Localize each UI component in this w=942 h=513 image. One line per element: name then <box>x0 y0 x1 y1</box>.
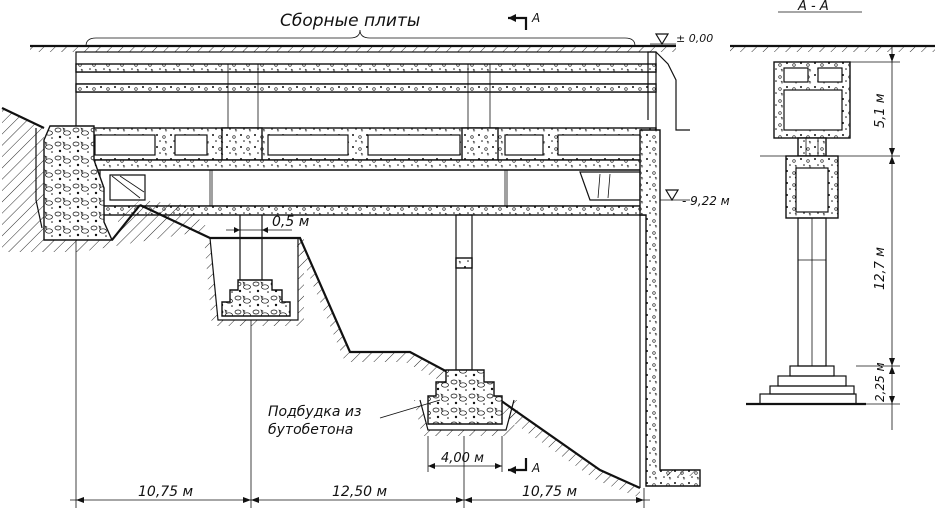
main-box-girder <box>75 127 657 161</box>
rubble-label-line1: Подбудка из <box>268 404 361 420</box>
level-marker-top <box>650 33 676 46</box>
section-mark-top-label: А <box>531 11 540 25</box>
left-abutment <box>1 107 210 252</box>
section-marker-bottom <box>508 458 528 474</box>
section-marker-top <box>508 14 528 30</box>
span-left-label: 10,75 м <box>138 484 194 500</box>
central-pier <box>414 214 520 436</box>
ground-surface <box>30 44 935 52</box>
height-bottom-label: 2,25 м <box>873 362 887 402</box>
section-title-label: А - А <box>797 0 829 14</box>
upper-deck <box>75 51 690 131</box>
height-middle-label: 12,7 м <box>873 247 888 290</box>
section-mark-bottom-label: А <box>531 461 540 475</box>
footing-dimension-line <box>428 463 502 469</box>
level-marker-bottom <box>660 189 690 202</box>
ground-slope <box>139 204 641 498</box>
span-middle-label: 12,50 м <box>332 484 388 500</box>
rubble-leader <box>379 399 441 419</box>
left-pier <box>204 215 304 326</box>
level-bottom-label: - 9,22 м <box>682 194 730 208</box>
right-retaining-wall <box>639 129 701 488</box>
height-top-label: 5,1 м <box>873 93 888 128</box>
slabs-bracket <box>85 29 636 47</box>
level-top-label: ± 0,00 <box>676 32 713 45</box>
section-a-a <box>746 11 900 430</box>
extension-lines <box>75 240 645 508</box>
gap-label: 0,5 м <box>272 214 310 230</box>
span-dimension-line <box>70 497 650 503</box>
gap-dimension <box>226 227 292 233</box>
footing-width-label: 4,00 м <box>441 451 484 466</box>
rubble-label-line2: бутобетона <box>268 422 353 438</box>
span-right-label: 10,75 м <box>522 484 578 500</box>
slabs-label: Сборные плиты <box>280 11 420 31</box>
